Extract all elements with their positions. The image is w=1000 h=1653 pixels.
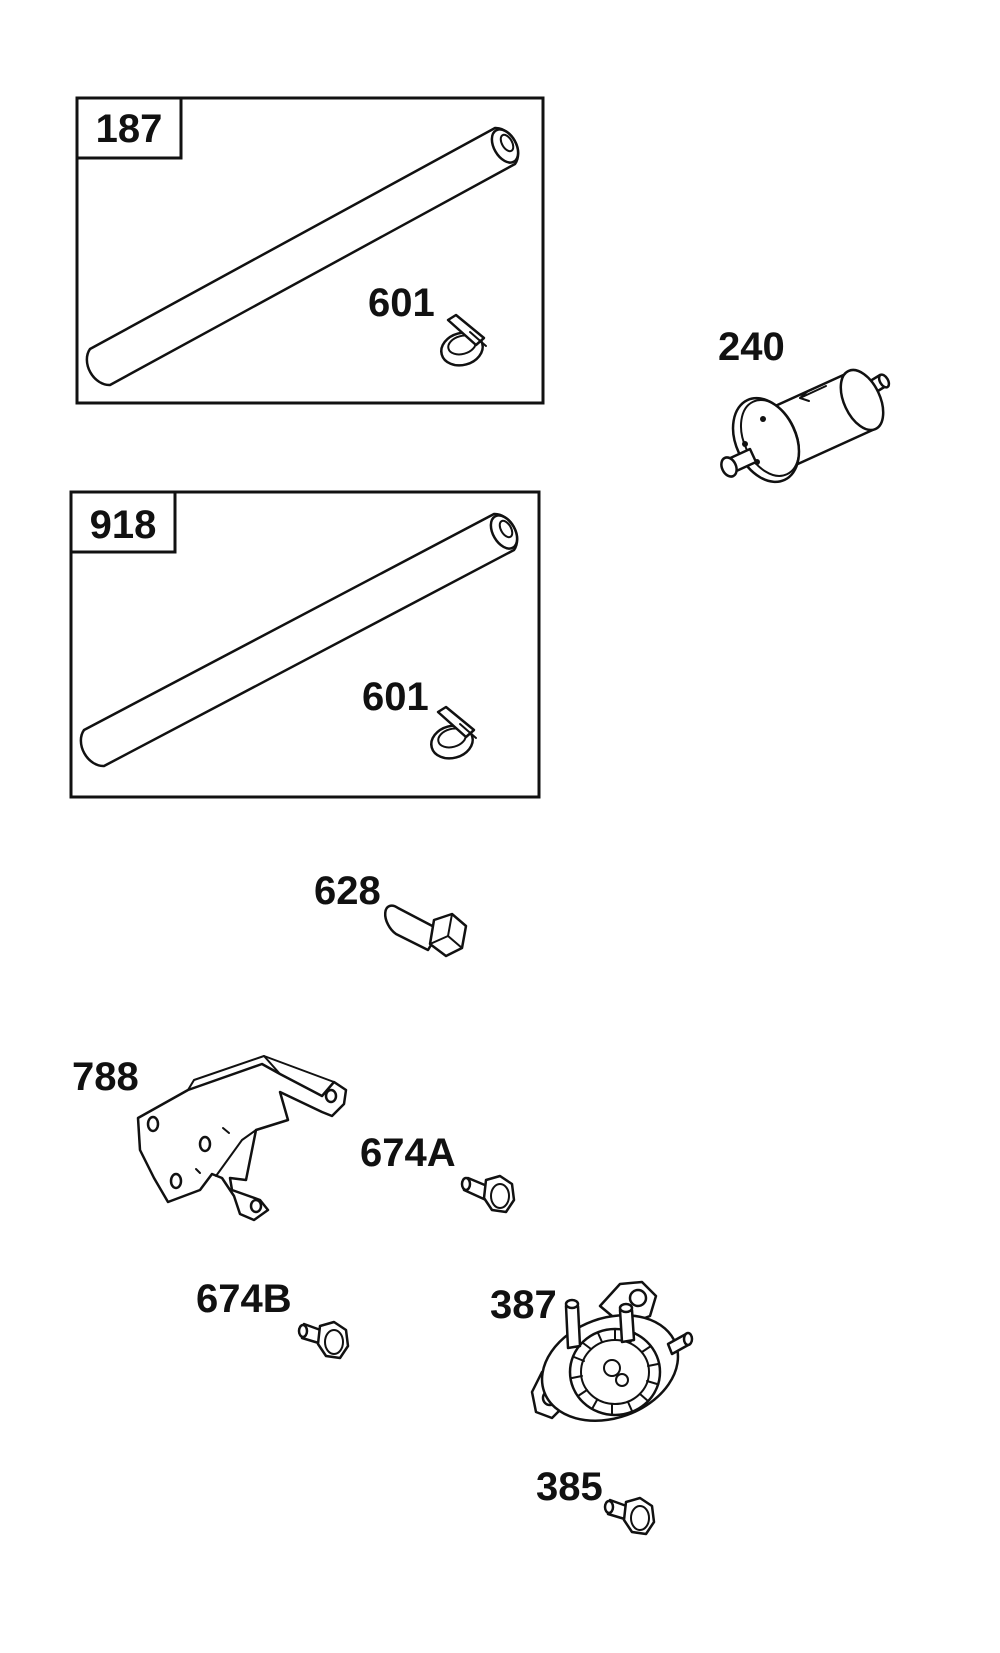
fuel-filter-label: 240 [718, 325, 785, 369]
kit-918-number-tab [69, 490, 177, 554]
kit-187-number-tab [75, 96, 183, 160]
screw-674b-label: 674B [196, 1277, 292, 1321]
screw-385-label: 385 [536, 1465, 603, 1509]
screw-628[interactable]: 628 [314, 869, 468, 958]
screw-674b[interactable]: 674B [196, 1277, 350, 1360]
kit-187[interactable]: 187 601 [75, 96, 545, 405]
screw-674a-drawing [460, 1174, 516, 1214]
fuel-filter-240[interactable]: 240 [718, 325, 892, 493]
fuel-filter-body [720, 368, 891, 484]
screw-628-drawing [383, 904, 468, 958]
kit-918-frame [69, 490, 541, 799]
screw-628-label: 628 [314, 869, 381, 913]
clamp-601-label-2: 601 [362, 675, 429, 719]
bracket-788[interactable]: 788 [72, 1055, 348, 1222]
kit-918[interactable]: 918 601 [69, 490, 541, 799]
kit-187-number: 187 [96, 107, 163, 151]
screw-674b-drawing [297, 1320, 350, 1360]
fuel-line-hose-918 [79, 512, 519, 768]
fuel-line-hose-187 [85, 126, 520, 387]
hose-clamp-601 [440, 313, 487, 367]
bracket-label: 788 [72, 1055, 139, 1099]
bracket-drawing [136, 1055, 348, 1222]
kit-918-number: 918 [90, 503, 157, 547]
kit-187-frame [75, 96, 545, 405]
fuel-pump-387[interactable]: 387 [490, 1280, 694, 1439]
fuel-pump-drawing [530, 1280, 694, 1422]
screw-385-drawing [603, 1496, 656, 1536]
hose-clamp-601-2 [430, 705, 477, 760]
clamp-601-label: 601 [368, 281, 435, 325]
fuel-pump-label: 387 [490, 1283, 557, 1327]
screw-674a-label: 674A [360, 1131, 456, 1175]
screw-385[interactable]: 385 [536, 1465, 656, 1536]
screw-674a[interactable]: 674A [360, 1131, 516, 1214]
